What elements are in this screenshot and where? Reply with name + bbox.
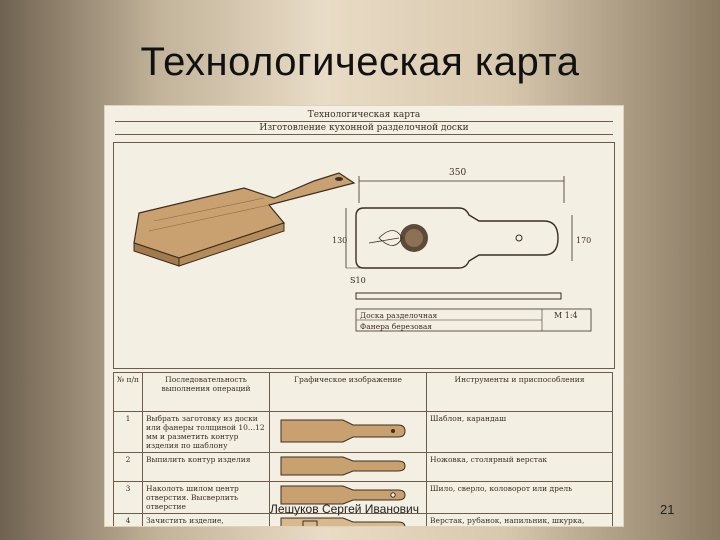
- col-num: № п/п: [113, 372, 143, 412]
- row-graphic: [269, 411, 427, 453]
- col-graphic: Графическое изображение: [269, 372, 427, 412]
- row-tools: Ножовка, столярный верстак: [426, 452, 613, 482]
- card-title: Технологическая карта: [115, 109, 613, 122]
- row-num: 2: [113, 452, 143, 482]
- dim-width: 170: [576, 236, 591, 245]
- slide-title: Технологическая карта: [140, 40, 580, 84]
- row-num: 4: [113, 513, 143, 526]
- footer-author: Лешуков Сергей Иванович: [270, 502, 419, 516]
- top-view-drawing: [345, 176, 573, 269]
- operations-table-wrap: № п/п Последовательность выполнения опер…: [113, 372, 613, 526]
- row-desc: Выпилить контур изделия: [142, 452, 270, 482]
- operations-table: № п/п Последовательность выполнения опер…: [113, 372, 613, 526]
- card-subtitle: Изготовление кухонной разделочной доски: [115, 122, 613, 135]
- material-name: Доска разделочная: [360, 311, 437, 320]
- card-header: Технологическая карта Изготовление кухон…: [105, 106, 623, 135]
- table-row: 2 Выпилить контур изделия Ножовка, столя…: [113, 452, 613, 482]
- board-drawings: 350 130 170 S10 Доска разделочная Фанера…: [133, 168, 592, 332]
- row-desc: Зачистить изделие, скруглить острые кром…: [142, 513, 270, 526]
- row-graphic: [269, 452, 427, 482]
- table-header-row: № п/п Последовательность выполнения опер…: [113, 372, 613, 412]
- board-perspective-drawing: [133, 172, 356, 267]
- col-tools: Инструменты и приспособления: [426, 372, 613, 412]
- row-graphic: [269, 513, 427, 526]
- row-num: 3: [113, 481, 143, 514]
- table-row: 1 Выбрать заготовку из доски или фанеры …: [113, 411, 613, 453]
- tech-card-image: Технологическая карта Изготовление кухон…: [104, 105, 624, 527]
- dim-length: 350: [449, 168, 466, 178]
- table-row: 3 Наколоть шилом центр отверстия. Высвер…: [113, 481, 613, 514]
- page-number: 21: [660, 502, 675, 517]
- scale-label: М 1:4: [554, 311, 578, 320]
- col-ops: Последовательность выполнения операций: [142, 372, 270, 412]
- row-graphic: [269, 481, 427, 514]
- row-num: 1: [113, 411, 143, 453]
- row-tools: Шило, сверло, коловорот или дрель: [426, 481, 613, 514]
- top-drawing-panel: 350 130 170 S10 Доска разделочная Фанера…: [113, 142, 615, 369]
- material-type: Фанера березовая: [360, 322, 432, 331]
- side-profile-drawing: [355, 292, 562, 300]
- table-row: 4 Зачистить изделие, скруглить острые кр…: [113, 513, 613, 526]
- row-tools: Верстак, рубанок, напильник, шкурка, кол…: [426, 513, 613, 526]
- dim-height: 130: [332, 236, 347, 245]
- row-desc: Выбрать заготовку из доски или фанеры то…: [142, 411, 270, 453]
- row-desc: Наколоть шилом центр отверстия. Высверли…: [142, 481, 270, 514]
- row-tools: Шаблон, карандаш: [426, 411, 613, 453]
- dim-handle: S10: [350, 276, 366, 285]
